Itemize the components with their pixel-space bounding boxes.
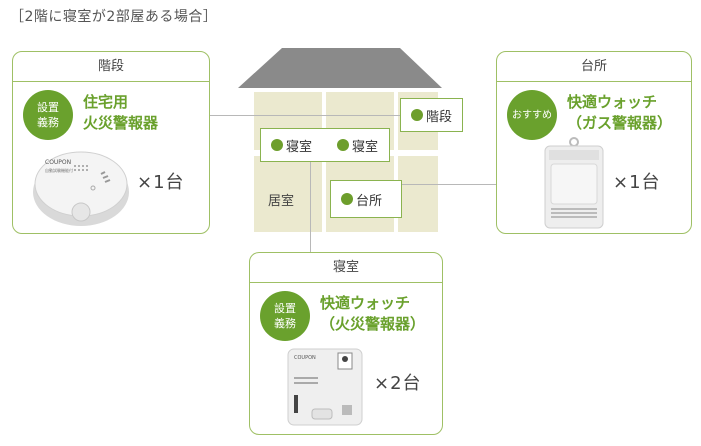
tag-bedrooms: 寝室 寝室 (260, 128, 390, 162)
count-label: ×1台 (137, 172, 185, 193)
product-name-line2: 火災警報器 (83, 114, 159, 132)
tag-bedroom-2-label: 寝室 (352, 139, 379, 155)
device-brand-label: COUPON (294, 355, 316, 361)
tag-bedroom-1-label: 寝室 (286, 139, 313, 155)
badge-mandatory: 設置 義務 (23, 90, 73, 140)
card-bedroom-header: 寝室 (250, 253, 442, 283)
connector-line-stairs (208, 115, 400, 116)
location-dot-icon (411, 109, 423, 121)
product-name-line2: （火災警報器） (320, 315, 426, 333)
product-name: 快適ウォッチ （火災警報器） (320, 293, 425, 335)
product-name: 快適ウォッチ （ガス警報器） (567, 92, 672, 134)
card-stairs: 階段 設置 義務 住宅用 火災警報器 COUPON 自動試験機能付 ×1台 (12, 51, 210, 234)
count-label: ×2台 (374, 373, 422, 394)
badge-mandatory: 設置 義務 (260, 291, 310, 341)
page-title: ［2階に寝室が2部屋ある場合］ (10, 9, 218, 25)
card-kitchen: 台所 おすすめ 快適ウォッチ （ガス警報器） ×1台 (496, 51, 692, 234)
tag-stairs-label: 階段 (426, 109, 453, 125)
badge-recommended: おすすめ (507, 90, 557, 140)
gas-alarm-image (544, 137, 604, 229)
location-dot-icon (341, 193, 353, 205)
location-dot-icon (271, 139, 283, 151)
count-label: ×1台 (613, 172, 661, 193)
card-kitchen-header: 台所 (497, 52, 691, 82)
tag-kitchen: 台所 (330, 180, 402, 218)
fire-alarm-image: COUPON (287, 348, 363, 426)
house-roof (238, 48, 442, 88)
product-name-line1: 住宅用 (83, 93, 129, 111)
card-stairs-header: 階段 (13, 52, 209, 82)
product-name-line1: 快適ウォッチ (567, 93, 658, 111)
connector-line-kitchen (402, 184, 498, 185)
location-dot-icon (337, 139, 350, 151)
tag-stairs: 階段 (400, 98, 463, 132)
card-bedroom: 寝室 設置 義務 快適ウォッチ （火災警報器） COUPON ×2台 (249, 252, 443, 435)
product-name: 住宅用 火災警報器 (83, 92, 158, 134)
product-name-line2: （ガス警報器） (567, 114, 673, 132)
device-brand-label: COUPON (45, 159, 71, 166)
connector-line-bedroom (310, 162, 311, 252)
product-name-line1: 快適ウォッチ (320, 294, 411, 312)
smoke-detector-image: COUPON 自動試験機能付 (33, 151, 129, 226)
room-living-label: 居室 (268, 194, 295, 209)
device-text-label: 自動試験機能付 (45, 167, 73, 173)
tag-kitchen-label: 台所 (356, 193, 383, 209)
